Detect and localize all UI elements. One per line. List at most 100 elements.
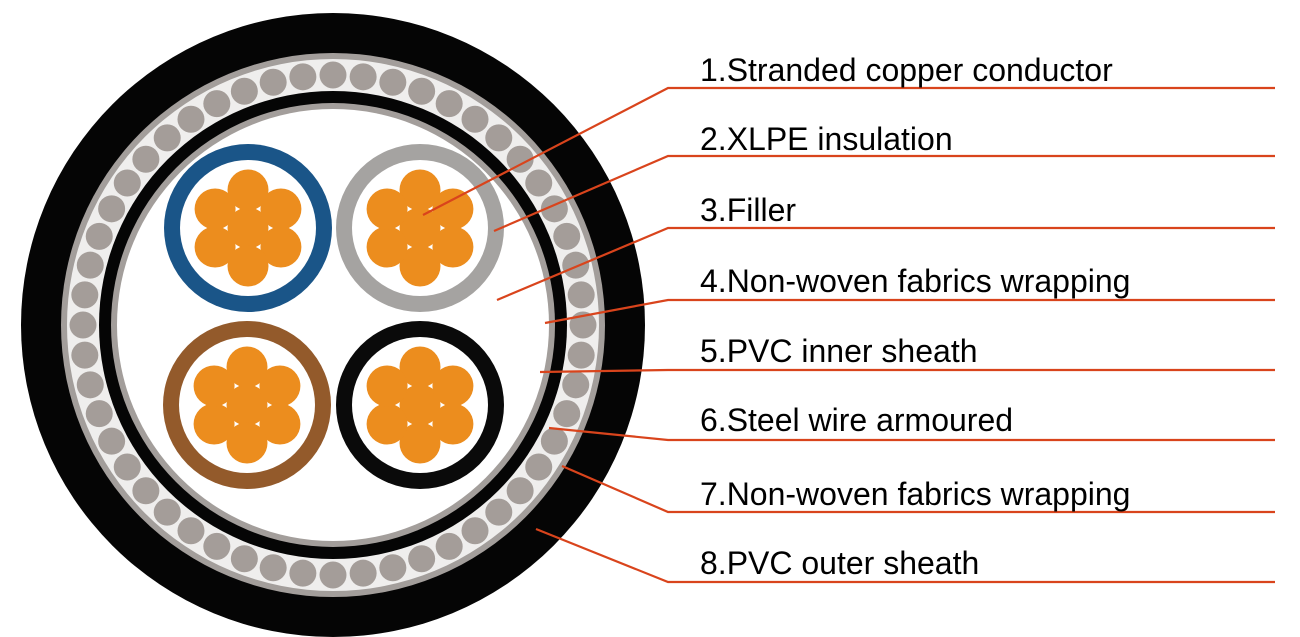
steel-wire bbox=[525, 453, 553, 481]
leader-steel-wire-armoured bbox=[548, 426, 1275, 442]
copper-strand bbox=[226, 346, 268, 388]
copper-strand bbox=[432, 188, 474, 230]
copper-strand bbox=[260, 226, 302, 268]
steel-wire bbox=[259, 554, 287, 582]
label-pvc-outer-sheath: 8.PVC outer sheath bbox=[700, 545, 979, 581]
copper-strand bbox=[432, 226, 474, 268]
leader-stranded-copper-conductor bbox=[422, 86, 1275, 216]
copper-strand bbox=[194, 226, 236, 268]
copper-strand bbox=[193, 365, 235, 407]
steel-wire bbox=[506, 145, 534, 173]
steel-wire bbox=[349, 63, 377, 91]
steel-wire bbox=[562, 251, 590, 279]
steel-wire bbox=[153, 124, 181, 152]
steel-wire-armour bbox=[69, 61, 597, 589]
copper-strand bbox=[432, 403, 474, 445]
steel-wire bbox=[289, 63, 317, 91]
steel-wire bbox=[259, 68, 287, 96]
steel-wire bbox=[408, 77, 436, 105]
steel-wire bbox=[562, 371, 590, 399]
steel-wire bbox=[567, 341, 595, 369]
steel-wire bbox=[540, 427, 568, 455]
leader-pvc-inner-sheath bbox=[539, 368, 1275, 374]
copper-strand bbox=[226, 384, 268, 426]
steel-wire bbox=[76, 371, 104, 399]
copper-strand bbox=[366, 365, 408, 407]
label-xlpe-insulation: 2.XLPE insulation bbox=[700, 121, 953, 157]
leader-xlpe-insulation bbox=[493, 154, 1275, 233]
copper-strand bbox=[366, 188, 408, 230]
copper-strand bbox=[193, 403, 235, 445]
steel-wire bbox=[485, 124, 513, 152]
steel-wire bbox=[506, 477, 534, 505]
copper-strand bbox=[432, 365, 474, 407]
copper-strand bbox=[227, 169, 269, 211]
copper-strand bbox=[226, 422, 268, 464]
layer-labels: 1.Stranded copper conductor 2.XLPE insul… bbox=[700, 52, 1130, 581]
steel-wire bbox=[408, 545, 436, 573]
cable-cross-section bbox=[21, 13, 645, 637]
copper-strand bbox=[399, 422, 441, 464]
copper-strand bbox=[260, 188, 302, 230]
steel-wire bbox=[230, 77, 258, 105]
core-brown bbox=[163, 321, 331, 489]
steel-wire bbox=[71, 341, 99, 369]
steel-wire bbox=[349, 559, 377, 587]
copper-strand bbox=[194, 188, 236, 230]
copper-strand bbox=[399, 245, 441, 287]
steel-wire bbox=[289, 559, 317, 587]
label-non-woven-wrapping-outer: 7.Non-woven fabrics wrapping bbox=[700, 476, 1130, 512]
steel-wire bbox=[485, 498, 513, 526]
leader-filler bbox=[496, 226, 1275, 302]
steel-wire bbox=[85, 400, 113, 428]
steel-wire bbox=[461, 517, 489, 545]
copper-strand bbox=[227, 245, 269, 287]
core-black bbox=[336, 321, 504, 489]
steel-wire bbox=[435, 532, 463, 560]
steel-wire bbox=[461, 105, 489, 133]
steel-wire bbox=[379, 68, 407, 96]
steel-wire bbox=[203, 90, 231, 118]
steel-wire bbox=[132, 145, 160, 173]
label-stranded-copper-conductor: 1.Stranded copper conductor bbox=[700, 52, 1113, 88]
steel-wire bbox=[113, 169, 141, 197]
steel-wire bbox=[153, 498, 181, 526]
copper-strand bbox=[366, 403, 408, 445]
label-non-woven-wrapping-inner: 4.Non-woven fabrics wrapping bbox=[700, 263, 1130, 299]
copper-strand bbox=[366, 226, 408, 268]
steel-wire bbox=[203, 532, 231, 560]
copper-strand bbox=[399, 384, 441, 426]
steel-wire bbox=[76, 251, 104, 279]
steel-wire bbox=[319, 61, 347, 89]
steel-wire bbox=[71, 281, 99, 309]
steel-wire bbox=[230, 545, 258, 573]
label-filler: 3.Filler bbox=[700, 192, 796, 228]
filler bbox=[117, 109, 549, 541]
leader-non-woven-wrapping-inner bbox=[544, 298, 1275, 325]
copper-strand bbox=[399, 346, 441, 388]
steel-wire bbox=[98, 195, 126, 223]
steel-wire bbox=[69, 311, 97, 339]
leader-lines bbox=[422, 86, 1275, 584]
leader-pvc-outer-sheath bbox=[535, 527, 1275, 584]
core-blue bbox=[164, 144, 332, 312]
steel-wire bbox=[319, 561, 347, 589]
label-pvc-inner-sheath: 5.PVC inner sheath bbox=[700, 333, 978, 369]
steel-wire bbox=[113, 453, 141, 481]
steel-wire bbox=[177, 517, 205, 545]
core-grey bbox=[336, 144, 504, 312]
copper-strand bbox=[399, 207, 441, 249]
copper-strand bbox=[259, 403, 301, 445]
steel-wire bbox=[553, 400, 581, 428]
steel-wire bbox=[132, 477, 160, 505]
leader-non-woven-wrapping-outer bbox=[561, 464, 1275, 514]
steel-wire bbox=[379, 554, 407, 582]
steel-wire bbox=[525, 169, 553, 197]
steel-wire bbox=[567, 281, 595, 309]
label-steel-wire-armoured: 6.Steel wire armoured bbox=[700, 402, 1013, 438]
steel-wire bbox=[98, 427, 126, 455]
copper-strand bbox=[227, 207, 269, 249]
copper-strand bbox=[399, 169, 441, 211]
steel-wire bbox=[553, 222, 581, 250]
